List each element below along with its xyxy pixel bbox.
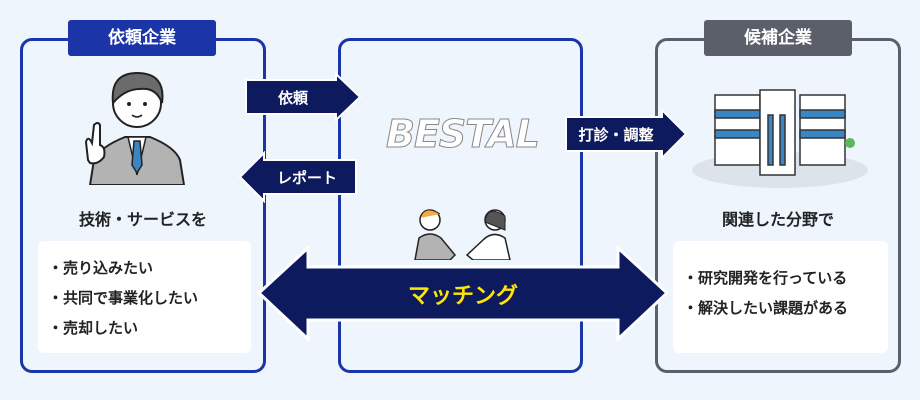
candidate-trait-item: ・研究開発を行っている: [683, 269, 848, 287]
sounding-arrow: 打診・調整: [564, 108, 688, 160]
sounding-label: 打診・調整: [578, 125, 654, 144]
request-label: 依頼: [277, 88, 308, 107]
client-need-item: ・売り込みたい: [48, 259, 154, 277]
request-arrow: 依頼: [244, 72, 362, 122]
report-arrow: レポート: [238, 151, 358, 203]
candidate-heading: 関連した分野で: [721, 210, 834, 229]
candidate-company-label: 候補企業: [704, 20, 852, 56]
client-company-label: 依頼企業: [68, 20, 216, 56]
businessman-illustration: [84, 71, 186, 185]
matching-double-arrow: マッチング: [256, 245, 670, 342]
candidate-trait-item: ・解決したい課題がある: [683, 299, 849, 317]
bestal-logo: BESTAL: [386, 112, 541, 157]
report-label: レポート: [276, 168, 337, 187]
client-heading: 技術・サービスを: [78, 210, 207, 229]
client-need-item: ・売却したい: [48, 319, 139, 337]
matching-label: マッチング: [407, 283, 518, 309]
handshake-illustration: [414, 209, 511, 260]
office-buildings-illustration: [692, 89, 868, 188]
client-needs-card: ・売り込みたい ・共同で事業化したい ・売却したい: [38, 241, 251, 353]
candidate-traits-card: ・研究開発を行っている ・解決したい課題がある: [673, 241, 888, 353]
client-need-item: ・共同で事業化したい: [48, 289, 199, 307]
